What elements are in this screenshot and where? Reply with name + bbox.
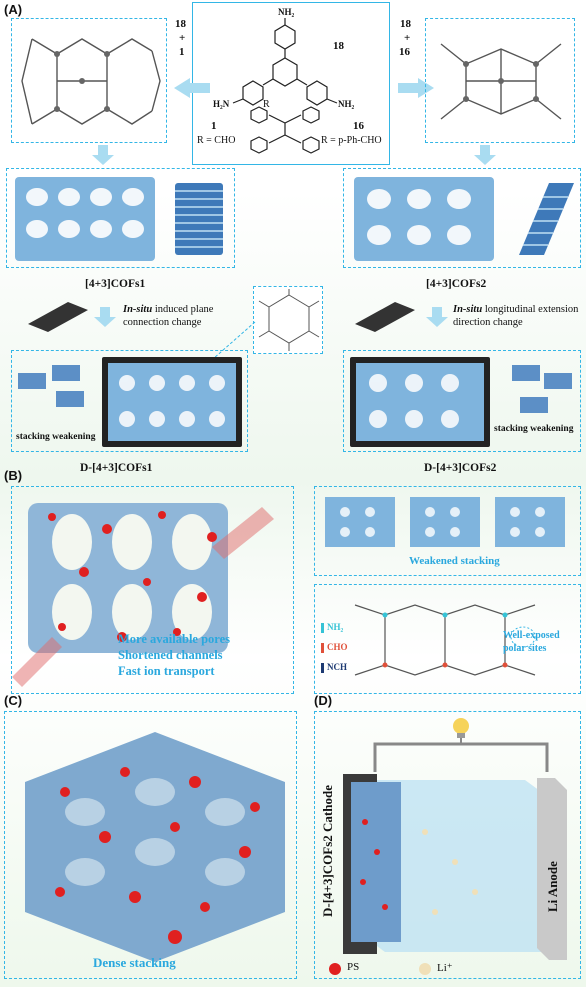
- benefit-shortened-channels: Shortened channels: [118, 648, 223, 662]
- left-note-text: induced plane connection change: [123, 304, 214, 328]
- stacking-weakening-right: stacking weakening: [494, 424, 574, 434]
- graphene-sheet-right: [355, 302, 415, 332]
- panel-d-box: D-[4+3]COFs2 Cathode Li Anode PS Li⁺: [314, 711, 581, 979]
- d-cofs2-label: D-[4+3]COFs2: [424, 462, 497, 474]
- ps-legend-label: PS: [347, 961, 360, 973]
- right-plus: +: [404, 32, 411, 44]
- down-arrow-left-1: [92, 145, 114, 165]
- battery-illustration: [329, 718, 567, 975]
- cofs1-3d-framework: [15, 177, 223, 261]
- cofs2-label: [4+3]COFs2: [426, 278, 487, 290]
- d-cofs1-box: stacking weakening: [11, 350, 248, 452]
- zoom-network-illustration: [258, 289, 320, 351]
- right-note-text: longitudinal extension direction change: [453, 304, 579, 328]
- panel-b-benefits: More available pores Shortened channels …: [118, 631, 230, 679]
- monomer-chemical-structures: NH₂ H₂N NH₂ 18 1 R = CHO 16 R = p-Ph-CHO…: [197, 7, 382, 154]
- legend-nh2: NH₂: [327, 622, 344, 632]
- graphene-sheet-left: [28, 302, 88, 332]
- weakened-stacking-illustration: [325, 497, 565, 547]
- panel-b-label: (B): [4, 468, 23, 483]
- left-reaction-arrow: [174, 78, 210, 98]
- polar-sites-box: NH₂ CHO NCH Well-exposed polar sites: [314, 584, 581, 694]
- weakened-stacking-caption: Weakened stacking: [409, 555, 500, 567]
- legend-cho: CHO: [327, 642, 348, 652]
- benefit-more-pores: More available pores: [118, 632, 231, 646]
- panel-a-label: (A): [4, 2, 23, 17]
- left-plus: +: [179, 32, 186, 44]
- down-arrow-left-2: [94, 307, 116, 327]
- dense-stacking-illustration: [25, 732, 285, 962]
- left-h2n-label: H₂N: [213, 99, 230, 109]
- panel-c-label: (C): [4, 693, 23, 708]
- weakened-stacking-box: Weakened stacking: [314, 486, 581, 576]
- d-cofs1-label: D-[4+3]COFs1: [80, 462, 153, 474]
- stacking-weakening-left: stacking weakening: [16, 432, 96, 442]
- cofs2-structure-box: [425, 18, 575, 143]
- cofs2-3d-framework: [354, 177, 574, 261]
- monomer-structures-box: NH₂ H₂N NH₂ 18 1 R = CHO 16 R = p-Ph-CHO…: [192, 2, 390, 165]
- polar-sites-caption: Well-exposed polar sites: [503, 629, 560, 655]
- left-num-18: 18: [175, 18, 186, 30]
- right-nh2-label: NH₂: [338, 99, 355, 109]
- right-transformation-note: In-situ longitudinal extension direction…: [453, 303, 581, 329]
- right-note-italic: In-situ: [453, 304, 483, 315]
- left-num-1: 1: [179, 46, 185, 58]
- d-cofs1-illustration: [18, 357, 242, 447]
- anode-label: Li Anode: [545, 861, 560, 912]
- cofs1-network-illustration: [21, 38, 161, 125]
- down-arrow-right-1: [474, 145, 496, 165]
- cofs2-network-illustration: [440, 43, 562, 120]
- cofs1-label: [4+3]COFs1: [85, 278, 146, 290]
- panel-c-box: Dense stacking: [4, 711, 297, 979]
- right-num-18: 18: [400, 18, 411, 30]
- cofs1-structure-box: [11, 18, 167, 143]
- left-note-italic: In-situ: [123, 304, 153, 315]
- zoom-structure-box: [253, 286, 323, 354]
- polar-line-2: polar sites: [503, 643, 547, 654]
- monomer-18-number: 18: [333, 40, 345, 52]
- monomer-1-number: 1: [211, 120, 217, 132]
- r-cho-definition: R = CHO: [197, 135, 235, 146]
- top-nh2-label: NH₂: [278, 7, 295, 17]
- porous-framework-illustration: [12, 503, 274, 687]
- r-group-label: R: [263, 99, 270, 110]
- monomer-16-number: 16: [353, 120, 365, 132]
- dense-stacking-caption: Dense stacking: [93, 955, 176, 970]
- cathode-label: D-[4+3]COFs2 Cathode: [320, 785, 335, 917]
- right-reaction-arrow: [398, 78, 434, 98]
- left-transformation-note: In-situ induced plane connection change: [123, 303, 243, 329]
- right-num-16: 16: [399, 46, 410, 58]
- polar-sites-network: [321, 604, 536, 676]
- cofs1-crystal-box: [6, 168, 235, 268]
- panel-d-label: (D): [314, 693, 333, 708]
- panel-b-pores-box: More available pores Shortened channels …: [11, 486, 294, 694]
- cofs2-crystal-box: [343, 168, 581, 268]
- d-cofs2-illustration: [350, 357, 572, 447]
- r-pph-cho-definition: R = p-Ph-CHO: [321, 135, 382, 146]
- polar-line-1: Well-exposed: [503, 630, 560, 641]
- down-arrow-right-2: [426, 307, 448, 327]
- legend-nch: NCH: [327, 662, 347, 672]
- li-legend-label: Li⁺: [437, 962, 453, 974]
- d-cofs2-box: stacking weakening: [343, 350, 581, 452]
- benefit-fast-ion-transport: Fast ion transport: [118, 664, 215, 678]
